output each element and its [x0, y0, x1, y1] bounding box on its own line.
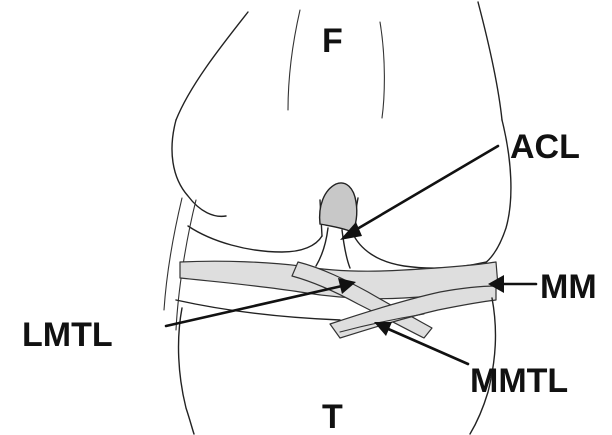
acl-pointer-line [352, 146, 498, 232]
femur-label: F [322, 22, 343, 60]
mmtl-label: MMTL [470, 362, 568, 400]
lmtl-label: LMTL [22, 316, 113, 354]
cruciate-stalks [316, 228, 350, 268]
tibia-label: T [322, 398, 343, 435]
acl-label: ACL [510, 128, 580, 166]
lmtl-pointer-line [166, 286, 342, 326]
acl-ligament [320, 183, 357, 232]
mm-label: MM [540, 268, 597, 306]
